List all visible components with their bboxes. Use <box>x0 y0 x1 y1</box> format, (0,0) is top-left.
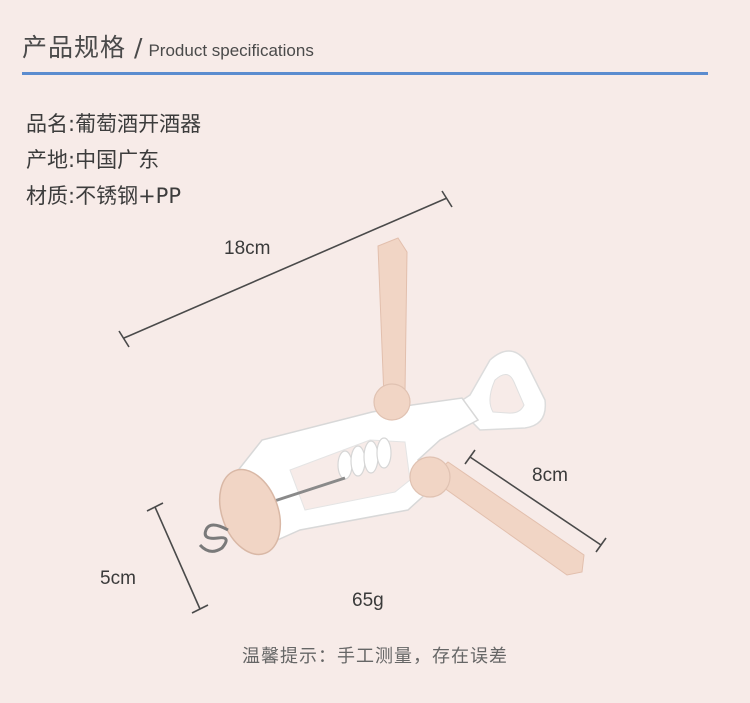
pivot-upper <box>373 383 411 421</box>
heading-title-cn: 产品规格 <box>22 33 127 62</box>
height-label: 5cm <box>100 568 136 589</box>
heading-divider <box>22 72 708 75</box>
spec-value: 葡萄酒开酒器 <box>75 112 202 136</box>
width-label: 8cm <box>532 465 568 486</box>
spec-list: 品名:葡萄酒开酒器 产地:中国广东 材质:不锈钢+PP <box>26 106 201 214</box>
width-dimension-line <box>469 456 602 546</box>
spec-row-name: 品名:葡萄酒开酒器 <box>26 106 201 142</box>
dimension-lines <box>118 190 607 614</box>
heading-title-en: Product specifications <box>148 41 314 60</box>
length-label: 18cm <box>224 238 271 259</box>
height-dimension-line <box>154 506 201 610</box>
upper-wing <box>377 237 408 399</box>
heading-separator: / <box>134 33 143 62</box>
spec-value: 中国广东 <box>75 148 160 172</box>
weight-label: 65g <box>352 590 384 611</box>
section-heading: 产品规格 / Product specifications <box>22 28 314 68</box>
spec-label: 材质: <box>26 184 76 208</box>
corkscrew-body <box>218 383 480 556</box>
bottle-opener-handle <box>453 350 547 431</box>
length-dimension-line <box>123 197 448 339</box>
spec-value: 不锈钢+PP <box>75 184 182 208</box>
spec-label: 品名: <box>26 112 76 136</box>
measurement-note: 温馨提示：手工测量，存在误差 <box>242 646 508 667</box>
corkscrew-worm <box>198 523 229 553</box>
pivot-lower <box>409 456 451 498</box>
spec-label: 产地: <box>26 148 76 172</box>
spec-row-material: 材质:不锈钢+PP <box>26 178 201 214</box>
spec-row-origin: 产地:中国广东 <box>26 142 201 178</box>
